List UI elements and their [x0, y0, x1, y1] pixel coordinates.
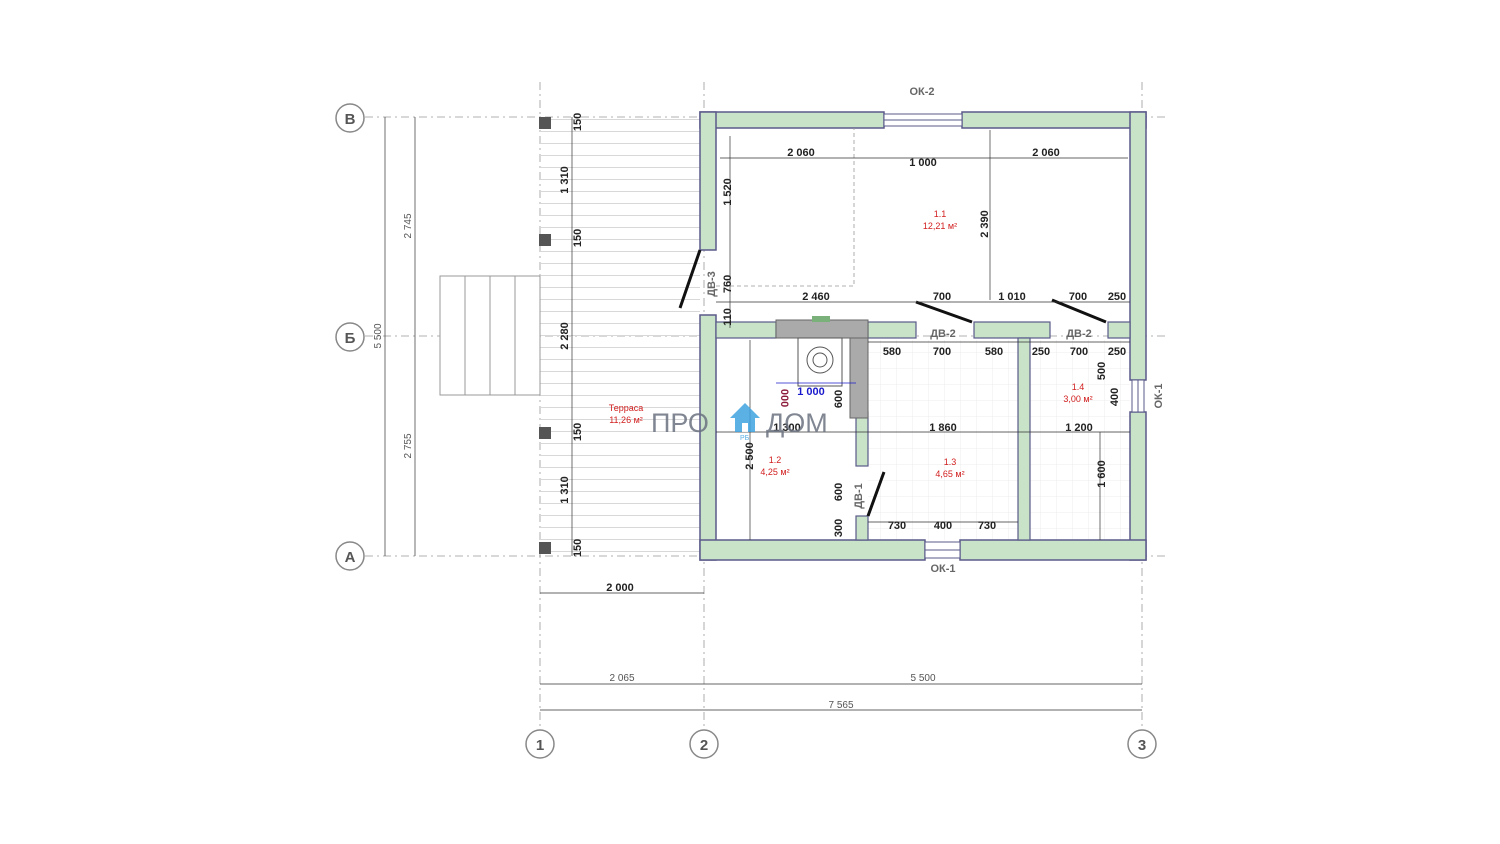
dim-r12-width: 1 300: [773, 422, 801, 434]
dim-bottom-chain-0: 2 065: [609, 673, 634, 684]
axis-label-a: А: [345, 549, 356, 566]
terrace-steps: [439, 275, 541, 396]
dim-terrace-5: 1 310: [559, 476, 571, 504]
axis-label-3: 3: [1138, 737, 1146, 754]
tag-ok2: ОК-2: [909, 86, 934, 98]
house-icon: [730, 403, 760, 432]
logo-text-right: ДОМ: [766, 408, 828, 438]
axis-label-v: В: [345, 111, 356, 128]
stove: [775, 316, 869, 419]
dim-sub-3: 250: [1032, 346, 1050, 358]
room-1-4-floor: [1030, 340, 1130, 540]
axis-label-1: 1: [536, 737, 544, 754]
dim-r11-top-0: 2 060: [787, 147, 815, 159]
axis-label-2: 2: [700, 737, 708, 754]
dim-r14-2: 1 600: [1096, 460, 1108, 488]
tag-dv3: ДВ-3: [706, 271, 718, 297]
dim-r13-bottom-1: 400: [934, 520, 952, 532]
terrace-name: Терраса: [609, 403, 644, 413]
logo-watermark: ПРО РБ ДОМ: [651, 403, 828, 442]
dim-r11-top-1: 1 000: [909, 157, 937, 169]
dim-left-lower: 2 755: [403, 433, 414, 458]
dim-overall-left: 5 500: [373, 323, 384, 348]
dim-terrace-0: 150: [572, 113, 584, 131]
dim-sub-5: 250: [1108, 346, 1126, 358]
dim-mid-1: 700: [933, 291, 951, 303]
dim-mid-0: 2 460: [802, 291, 830, 303]
axis-bubble-row-a: А: [335, 541, 365, 571]
dim-stove-width: 1 000: [797, 386, 825, 398]
axis-label-b: Б: [345, 330, 356, 347]
dim-r13-bottom-2: 730: [978, 520, 996, 532]
axis-bubble-col-2: 2: [689, 729, 719, 759]
dim-r11-top-2: 2 060: [1032, 147, 1060, 159]
interior-walls: [715, 321, 1131, 541]
exterior-walls: [699, 111, 1147, 561]
dim-r11-left-0: 1 520: [722, 178, 734, 206]
dim-r14-0: 500: [1096, 362, 1108, 380]
dim-r11-left-2: 110: [722, 308, 734, 326]
dim-terrace-1: 1 310: [559, 166, 571, 194]
dim-bottom-chain-1: 5 500: [910, 673, 935, 684]
axis-bubble-col-1: 1: [525, 729, 555, 759]
room-1-2-area: 4,25 м²: [760, 467, 789, 477]
logo-text-left: ПРО: [651, 408, 709, 438]
dim-r12-2: 300: [833, 519, 845, 537]
room-1-4-area: 3,00 м²: [1063, 394, 1092, 404]
dim-sub-0: 580: [883, 346, 901, 358]
dim-r12-0: 600: [833, 390, 845, 408]
dim-bottom-total: 7 565: [828, 700, 853, 711]
tag-dv2-a: ДВ-2: [930, 328, 956, 340]
dim-r14-1: 400: [1109, 388, 1121, 406]
dim-r13-width: 1 860: [929, 422, 957, 434]
room-1-1-area: 12,21 м²: [923, 221, 957, 231]
dim-left-upper: 2 745: [403, 213, 414, 238]
room-1-3-area: 4,65 м²: [935, 469, 964, 479]
dim-terrace-width: 2 000: [606, 582, 634, 594]
axis-bubble-row-v: В: [335, 103, 365, 133]
doors: [678, 249, 1107, 517]
dim-r12-1: 600: [833, 483, 845, 501]
room-1-4-number: 1.4: [1072, 382, 1085, 392]
dimension-lines: [384, 117, 1142, 711]
dim-sub-4: 700: [1070, 346, 1088, 358]
dim-sub-2: 580: [985, 346, 1003, 358]
dim-terrace-4: 150: [572, 423, 584, 441]
room-1-3-number: 1.3: [944, 457, 957, 467]
dim-sub-1: 700: [933, 346, 951, 358]
dim-r14-width: 1 200: [1065, 422, 1093, 434]
axis-bubble-row-b: Б: [335, 322, 365, 352]
windows: [883, 113, 1145, 559]
dim-terrace-2: 150: [572, 229, 584, 247]
dim-r13-bottom-0: 730: [888, 520, 906, 532]
room-1-3-floor: [868, 340, 1018, 540]
logo-sub: РБ: [740, 435, 750, 442]
dim-mid-3: 700: [1069, 291, 1087, 303]
terrace-area: 11,26 м²: [609, 415, 643, 425]
dim-terrace-6: 150: [572, 539, 584, 557]
dim-mid-4: 250: [1108, 291, 1126, 303]
tag-ok1-right: ОК-1: [1153, 383, 1165, 408]
terrace-posts: [539, 117, 551, 554]
room-1-1-number: 1.1: [934, 209, 947, 219]
axis-bubble-col-3: 3: [1127, 729, 1157, 759]
tag-ok1-bottom: ОК-1: [930, 563, 955, 575]
dim-stove-depth: 000: [778, 389, 790, 407]
dim-r12-height: 2 500: [744, 442, 756, 470]
dim-r11-left-1: 760: [722, 275, 734, 293]
tag-dv2-b: ДВ-2: [1066, 328, 1092, 340]
room-1-2-number: 1.2: [769, 455, 782, 465]
dim-terrace-3: 2 280: [559, 322, 571, 350]
dim-r11-height: 2 390: [979, 210, 991, 238]
terrace-deck: [540, 110, 700, 560]
tag-dv1: ДВ-1: [853, 483, 865, 509]
dim-mid-2: 1 010: [998, 291, 1026, 303]
room-1-1-zone: [716, 128, 855, 287]
